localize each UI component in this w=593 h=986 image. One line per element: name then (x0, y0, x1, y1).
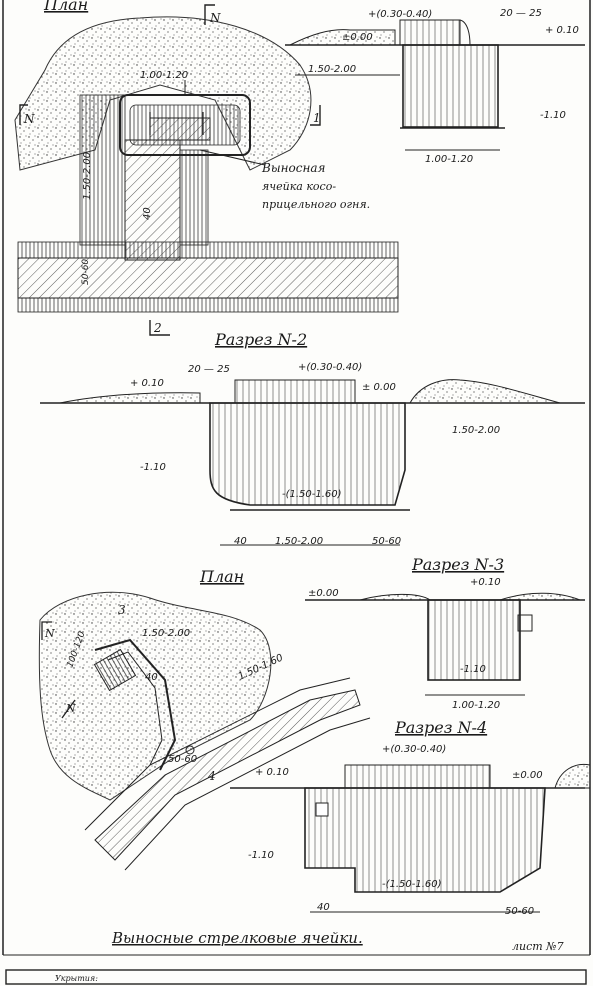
s1-offset: 20 — 25 (500, 8, 542, 19)
s2-offset: 20 — 25 (188, 364, 230, 375)
s4-plus010: + 0.10 (255, 767, 289, 778)
section-1: +(0.30-0.40) ±0.00 20 — 25 + 0.10 -1.10 … (285, 8, 585, 165)
s3-minus110: -1.10 (460, 664, 486, 675)
north-label-plan2b: N (65, 702, 76, 715)
dim-plan-100-120: 1.00-1.20 (140, 70, 188, 81)
north-label-plan2: N (44, 627, 55, 640)
plan2-dim-d: 40 (145, 672, 158, 683)
north-label-plan1: N (23, 112, 35, 126)
title-section-3: Разрез N-3 (411, 555, 504, 574)
s2-minus110: -1.10 (140, 462, 166, 473)
callout-line2: ячейка косо- (262, 180, 336, 193)
title-plan-top: План (43, 0, 88, 14)
dim-plan-40: 40 (142, 207, 153, 220)
callout-line1: Выносная (261, 161, 326, 175)
title-plan-bottom: План (199, 567, 244, 586)
plan-top: N N 1 2 1.00-1.20 1.50-2.00 40 50-60 (14, 4, 399, 336)
footer-box (5, 969, 587, 985)
s4-b40: 40 (317, 902, 330, 913)
s1-w1: 1.50-2.00 (308, 64, 356, 75)
sheet-number: лист №7 (512, 940, 564, 953)
footer-note: Укрытия: (55, 974, 98, 983)
title-section-2: Разрез N-2 (214, 330, 307, 349)
cut-marker-2: 2 (153, 321, 162, 335)
cut-marker-1: 1 (313, 111, 321, 125)
s2-elev-pos: +(0.30-0.40) (298, 362, 362, 373)
s3-zero: ±0.00 (308, 588, 339, 599)
dim-plan-150-200: 1.50-2.00 (82, 152, 93, 200)
s2-b40: 40 (234, 536, 247, 547)
s1-w2: 1.00-1.20 (425, 154, 473, 165)
s2-plus010: + 0.10 (130, 378, 164, 389)
s4-minus110: -1.10 (248, 850, 274, 861)
s1-zero: ±0.00 (342, 32, 373, 43)
north-label-plan1b: N (209, 11, 221, 25)
s4-b5060: 50-60 (505, 906, 534, 917)
section-2: + 0.10 20 — 25 +(0.30-0.40) ± 0.00 1.50-… (40, 362, 585, 547)
title-section-4: Разрез N-4 (394, 718, 487, 737)
s4-depth: -(1.50-1.60) (382, 879, 442, 890)
s2-b5060: 50-60 (372, 536, 401, 547)
callout-line3: прицельного огня. (262, 198, 370, 211)
s3-width: 1.00-1.20 (452, 700, 500, 711)
plan2-dim-e: 50-60 (168, 754, 197, 765)
s4-zero: ±0.00 (512, 770, 543, 781)
s3-plus010: +0.10 (470, 577, 501, 588)
s2-bspan: 1.50-2.00 (275, 536, 323, 547)
s2-depth: -(1.50-1.60) (282, 489, 342, 500)
caption: Выносные стрелковые ячейки. (111, 929, 363, 947)
s4-elev-pos: +(0.30-0.40) (382, 744, 446, 755)
section-4: +(0.30-0.40) + 0.10 ±0.00 -1.10 -(1.50-1… (230, 744, 591, 917)
s2-span: 1.50-2.00 (452, 425, 500, 436)
s1-minus110: -1.10 (540, 110, 566, 121)
s1-elev-pos: +(0.30-0.40) (368, 9, 432, 20)
dim-plan-50-60: 50-60 (81, 259, 91, 285)
plan2-dim-b: 1.50-2.00 (142, 628, 190, 639)
section-3: ±0.00 +0.10 -1.10 1.00-1.20 (305, 577, 585, 711)
cut-marker-3: 3 (118, 603, 126, 617)
cut-marker-4: 4 (207, 769, 216, 783)
s1-plus010: + 0.10 (545, 25, 579, 36)
s2-zero: ± 0.00 (362, 382, 396, 393)
plan-bottom: N N 3 4 100-120 1.50-2.00 1.50-1.60 40 5… (38, 591, 371, 871)
